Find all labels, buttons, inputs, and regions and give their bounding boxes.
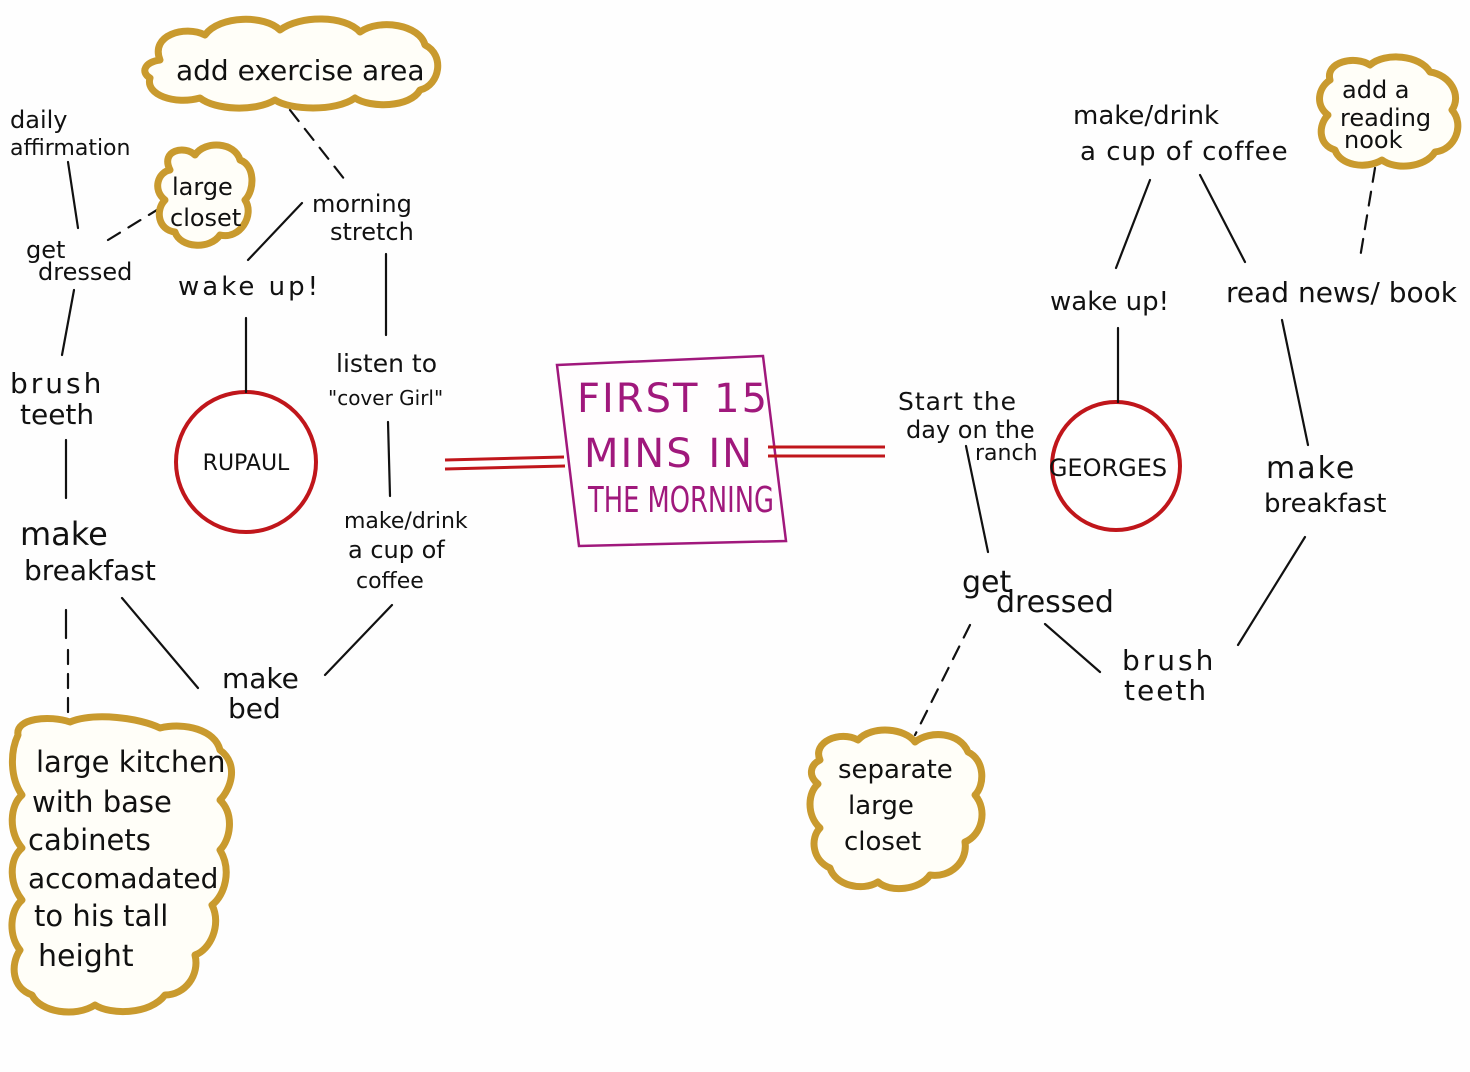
rupaul-make-breakfast: make breakfast: [20, 515, 156, 587]
cloud-large-kitchen-l5: to his tall: [34, 899, 168, 933]
georges-get-dressed-l1: get: [962, 565, 1012, 600]
rupaul-make-drink-l3: coffee: [356, 569, 424, 594]
georges-get-dressed-l2: dressed: [996, 585, 1114, 620]
georges-wake-up: wake up!: [1050, 287, 1169, 317]
cloud-separate-closet: separate large closet: [806, 726, 986, 893]
cloud-separate-closet-l3: closet: [844, 827, 921, 857]
georges-make-drink-l2: a cup of coffee: [1080, 137, 1289, 167]
rupaul-wake-up: wake up!: [178, 272, 321, 302]
cloud-exercise-area: add exercise area: [141, 15, 442, 112]
rupaul-label: RUPAUL: [203, 451, 290, 476]
georges-brush-teeth: brush teeth: [1122, 644, 1216, 707]
georges-make-breakfast-l2: breakfast: [1264, 489, 1386, 519]
connector-right: [768, 445, 885, 458]
rupaul-make-drink: make/drink a cup of coffee: [344, 509, 468, 594]
center-title-line3: THE MORNING: [587, 480, 774, 521]
center-node: FIRST 15 MINS IN THE MORNING: [555, 354, 788, 548]
georges-make-drink: make/drink a cup of coffee: [1073, 101, 1289, 167]
georges-start-day-l3: ranch: [975, 441, 1038, 466]
georges-brush-teeth-l1: brush: [1122, 644, 1216, 677]
center-title-line2: MINS IN: [584, 431, 754, 477]
cloud-large-kitchen-l4: accomadated: [28, 862, 218, 895]
georges-start-day-l1: Start the: [898, 387, 1017, 416]
rupaul-make-bed-l2: bed: [228, 692, 281, 725]
cloud-large-kitchen: large kitchen with base cabinets accomad…: [8, 713, 236, 1016]
rupaul-listen-to-l2: "cover Girl": [328, 386, 443, 410]
cloud-separate-closet-l1: separate: [838, 755, 953, 785]
cloud-large-kitchen-l2: with base: [32, 785, 172, 819]
rupaul-brush-teeth-l2: teeth: [20, 398, 94, 431]
rupaul-morning-stretch-l2: stretch: [330, 218, 414, 246]
cloud-large-kitchen-l3: cabinets: [28, 823, 151, 857]
georges-label: GEORGES: [1049, 454, 1167, 482]
rupaul-brush-teeth: brush teeth: [10, 367, 104, 431]
right-lines: [913, 166, 1377, 737]
georges-read-news: read news/ book: [1226, 276, 1458, 309]
cloud-reading-nook-l1: add a: [1342, 76, 1410, 104]
cloud-large-closet-left-l1: large: [172, 173, 233, 201]
rupaul-listen-to: listen to "cover Girl": [328, 349, 443, 410]
cloud-large-closet-left: large closet: [154, 141, 256, 249]
cloud-large-kitchen-l1: large kitchen: [36, 745, 225, 779]
rupaul-get-dressed-l2: dressed: [38, 258, 132, 286]
rupaul-brush-teeth-l1: brush: [10, 367, 104, 400]
rupaul-daily-affirmation-l1: daily: [10, 106, 67, 134]
cloud-reading-nook-l3: nook: [1344, 126, 1403, 154]
georges-brush-teeth-l2: teeth: [1124, 674, 1208, 707]
rupaul-get-dressed: get dressed: [26, 236, 132, 286]
cloud-reading-nook-l2: reading: [1340, 104, 1431, 132]
center-title-line1: FIRST 15: [577, 376, 769, 422]
rupaul-make-drink-l2: a cup of: [348, 536, 445, 564]
rupaul-make-breakfast-l2: breakfast: [24, 554, 156, 587]
rupaul-make-bed: make bed: [222, 662, 299, 725]
rupaul-daily-affirmation-l2: affirmation: [10, 136, 130, 161]
cloud-large-closet-left-l2: closet: [170, 204, 241, 232]
rupaul-listen-to-l1: listen to: [336, 349, 437, 378]
rupaul-make-drink-l1: make/drink: [344, 509, 468, 534]
rupaul-daily-affirmation: daily affirmation: [10, 106, 130, 161]
georges-start-day: Start the day on the ranch: [898, 387, 1038, 466]
connector-left: [444, 455, 566, 471]
georges-get-dressed: get dressed: [962, 565, 1114, 620]
left-lines: [60, 108, 394, 717]
georges-circle: [1050, 400, 1182, 532]
cloud-exercise-area-text: add exercise area: [176, 54, 425, 87]
georges-make-drink-l1: make/drink: [1073, 101, 1219, 131]
rupaul-morning-stretch-l1: morning: [312, 190, 412, 218]
cloud-separate-closet-l2: large: [848, 791, 914, 821]
georges-make-breakfast-l1: make: [1266, 451, 1356, 486]
georges-make-breakfast: make breakfast: [1264, 451, 1386, 519]
rupaul-get-dressed-l1: get: [26, 236, 65, 264]
rupaul-morning-stretch: morning stretch: [312, 190, 414, 246]
rupaul-make-bed-l1: make: [222, 662, 299, 695]
cloud-large-kitchen-l6: height: [38, 939, 134, 974]
cloud-reading-nook: add a reading nook: [1316, 53, 1462, 170]
georges-start-day-l2: day on the: [906, 416, 1035, 444]
rupaul-make-breakfast-l1: make: [20, 515, 108, 553]
